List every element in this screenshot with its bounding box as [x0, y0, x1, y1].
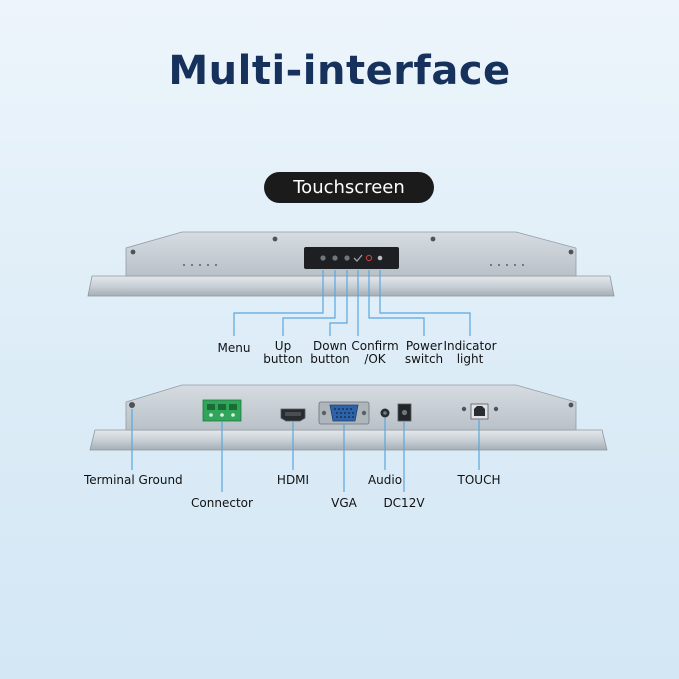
label-down-button: Down button — [302, 340, 358, 366]
label-confirm-ok: Confirm /OK — [347, 340, 403, 366]
label-dc12v: DC12V — [383, 496, 425, 510]
label-power-switch: Power switch — [396, 340, 452, 366]
screw — [430, 236, 436, 242]
indicator-dot-icon — [377, 255, 383, 261]
menu-button — [320, 255, 326, 261]
label-indicator-line2: light — [456, 352, 484, 366]
terminal-connector — [202, 399, 242, 422]
terminal-ground-screw — [129, 402, 135, 408]
label-menu-line1: Menu — [217, 341, 251, 355]
screw — [568, 402, 574, 408]
screw — [493, 406, 499, 412]
bottom-leader-lines — [131, 409, 480, 492]
usb-b-touch-port — [470, 403, 489, 420]
up-button — [332, 255, 338, 261]
vent-dots-right — [490, 264, 524, 266]
checkmark-icon — [353, 254, 363, 262]
page-title: Multi-interface — [168, 48, 511, 94]
label-confirm-line2: /OK — [364, 352, 386, 366]
touchscreen-badge: Touchscreen — [264, 172, 434, 203]
label-down-line1: Down — [312, 339, 347, 353]
label-up-button: Up button — [253, 340, 313, 366]
label-down-line2: button — [310, 352, 350, 366]
label-confirm-line1: Confirm — [351, 339, 399, 353]
label-touch: TOUCH — [457, 473, 501, 487]
osd-button-panel — [304, 247, 399, 269]
label-indicator-line1: Indicator — [443, 339, 497, 353]
label-menu: Menu — [209, 342, 259, 355]
label-power-line2: switch — [404, 352, 444, 366]
screw — [272, 236, 278, 242]
vga-port — [318, 401, 370, 425]
label-terminal-ground: Terminal Ground — [84, 473, 183, 487]
dc-power-jack — [397, 403, 412, 422]
hdmi-port — [280, 408, 306, 422]
label-up-line2: button — [263, 352, 303, 366]
bottom-flange — [89, 429, 608, 451]
label-power-line1: Power — [405, 339, 443, 353]
label-indicator-light: Indicator light — [440, 340, 500, 366]
screw — [130, 249, 136, 255]
monitor-bottom-view — [89, 384, 608, 492]
power-icon — [365, 254, 373, 262]
label-up-line1: Up — [274, 339, 292, 353]
label-vga: VGA — [331, 496, 357, 510]
vent-dots-left — [183, 264, 217, 266]
label-audio: Audio — [367, 473, 403, 487]
monitor-top-view — [87, 231, 615, 336]
audio-jack — [380, 408, 390, 418]
screw — [461, 406, 467, 412]
label-connector: Connector — [191, 496, 253, 510]
screw — [568, 249, 574, 255]
label-hdmi: HDMI — [276, 473, 310, 487]
top-leader-lines — [233, 270, 471, 336]
down-button — [344, 255, 350, 261]
top-flange — [87, 275, 615, 297]
